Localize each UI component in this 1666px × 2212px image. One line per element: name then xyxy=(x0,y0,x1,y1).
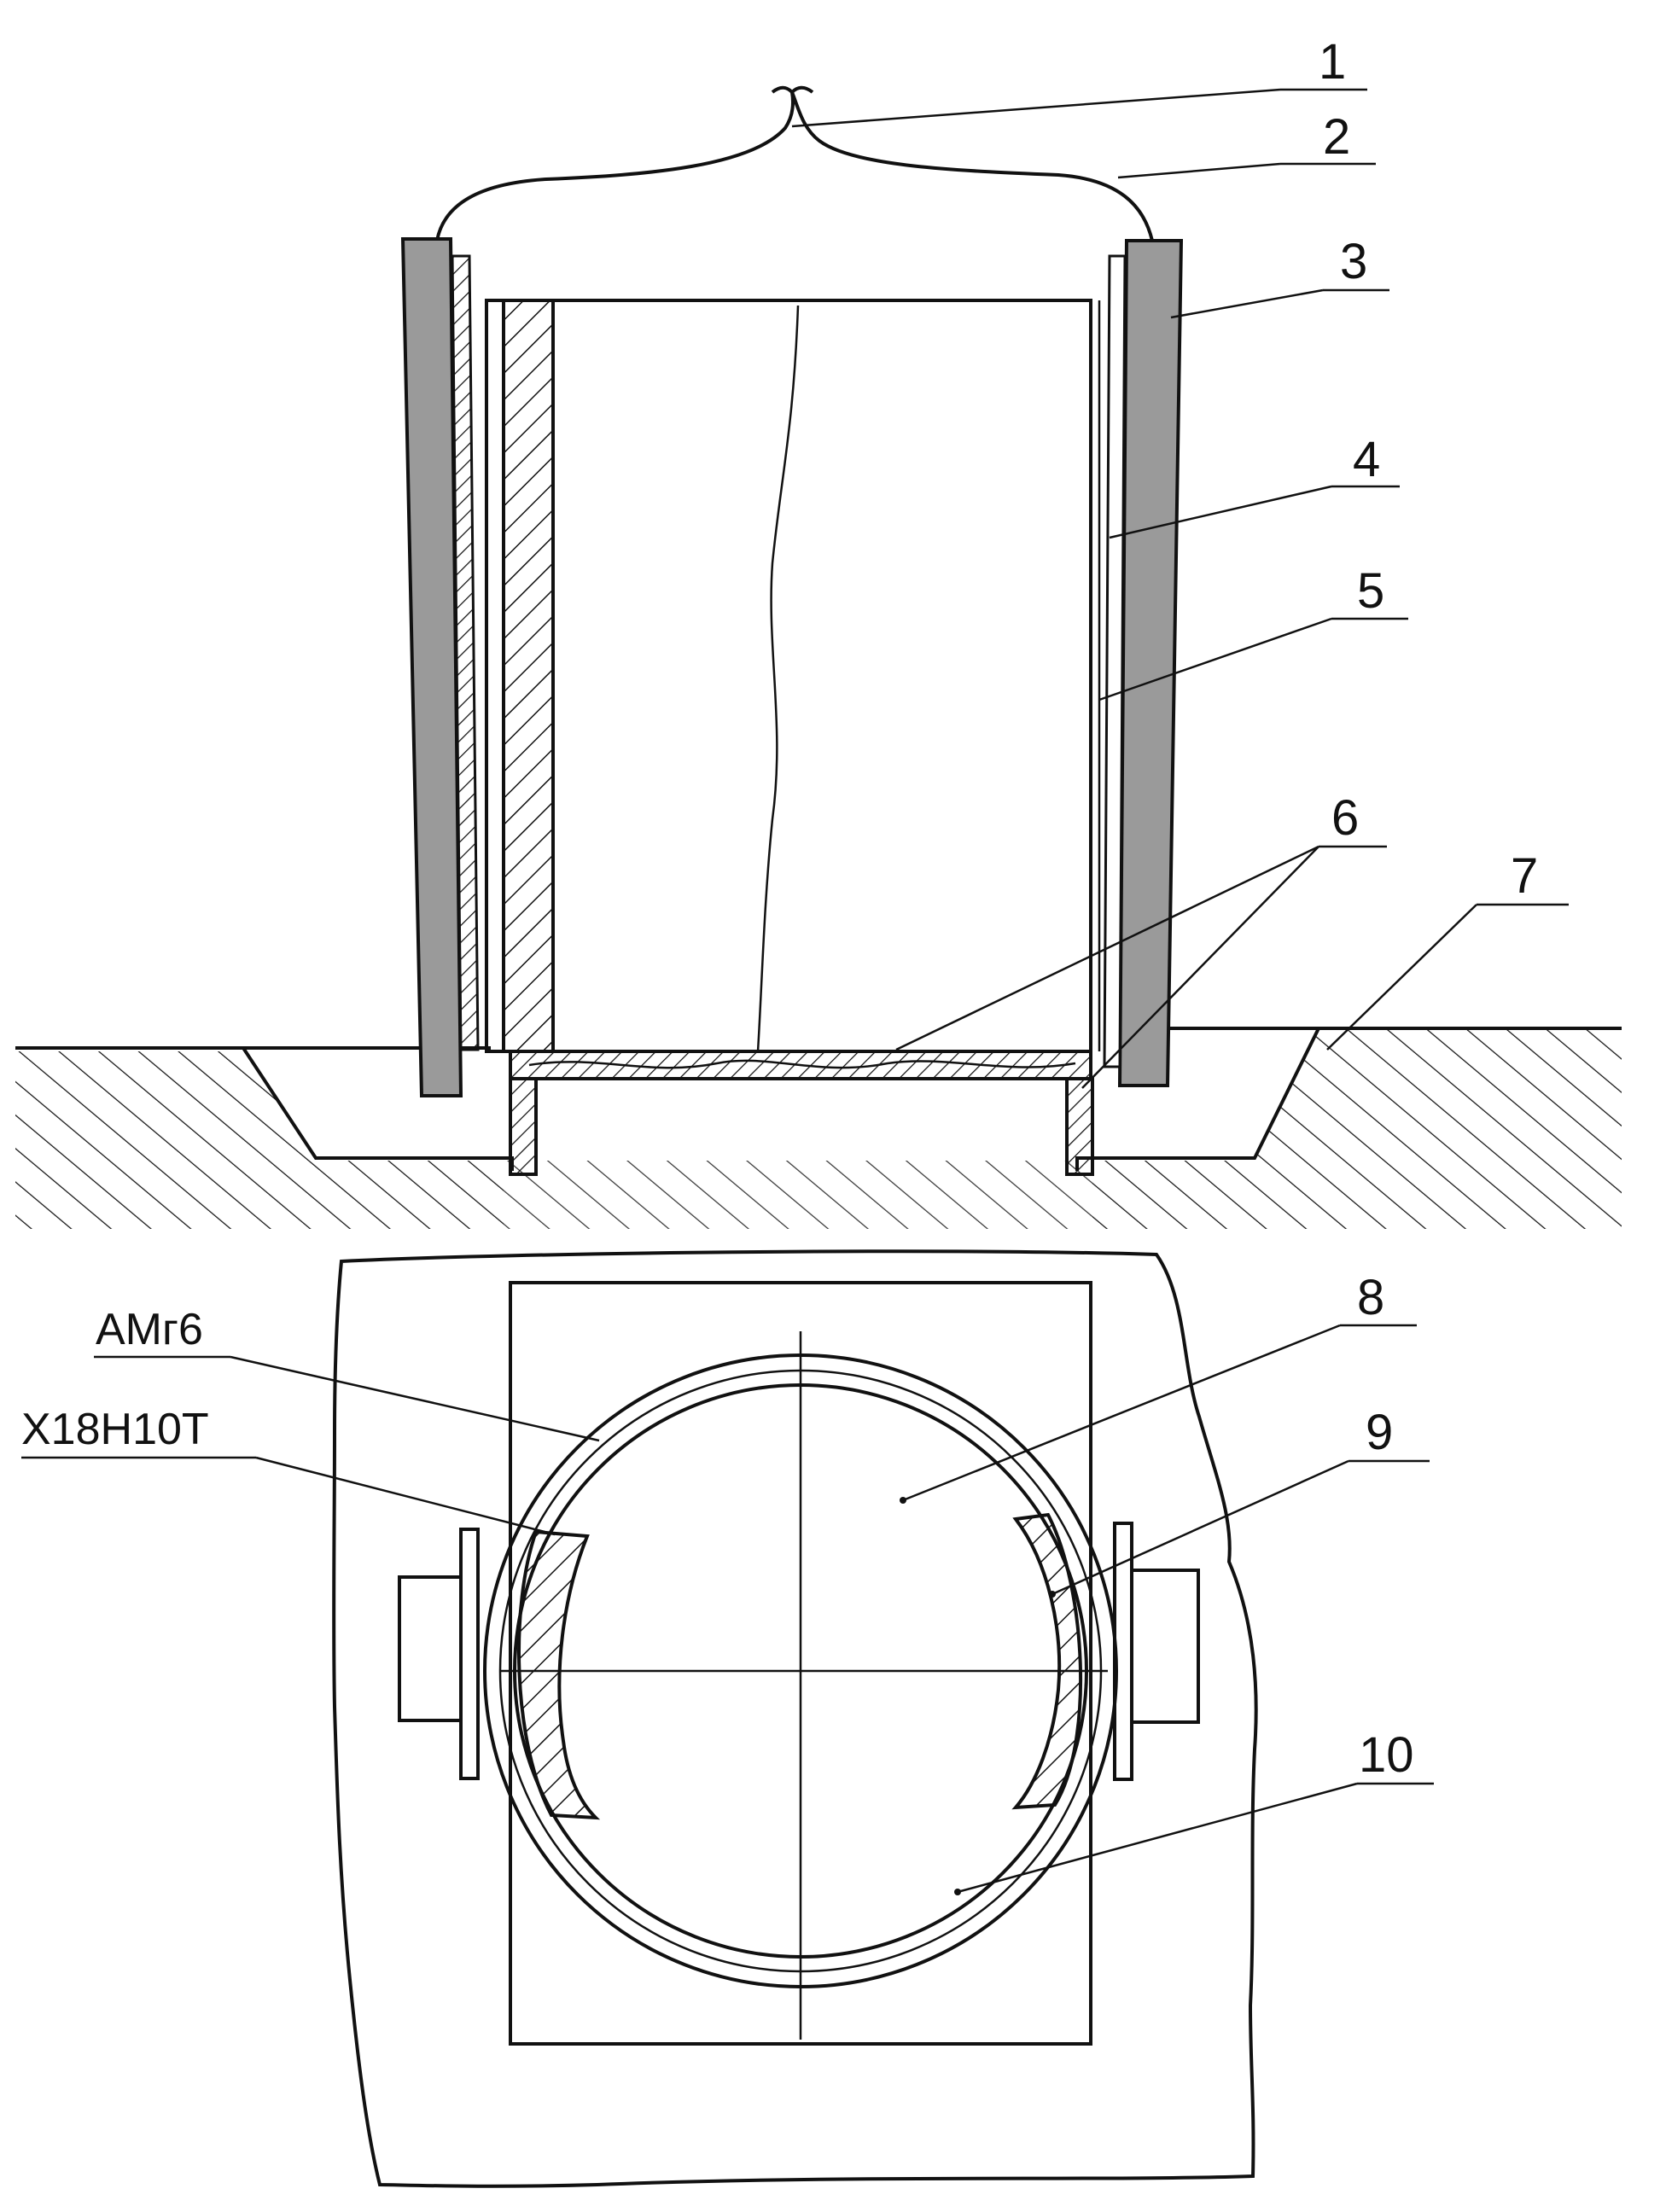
callout-7: 7 xyxy=(1511,848,1538,904)
right-electrode-block xyxy=(1130,1569,1200,1724)
left-foot-post xyxy=(509,1077,538,1176)
callout-2: 2 xyxy=(1323,109,1350,165)
right-liner-insert xyxy=(1011,1512,1083,1810)
callout-1: 1 xyxy=(1319,34,1346,90)
left-electrode-plate xyxy=(400,237,463,1097)
section-view xyxy=(15,85,1622,1229)
plan-view xyxy=(332,1249,1258,2188)
callout-4: 4 xyxy=(1353,432,1380,487)
material-x18h10t: Х18Н10Т xyxy=(21,1405,209,1454)
left-electrode-plate-plan xyxy=(459,1528,480,1780)
right-electrode-plate xyxy=(1117,239,1184,1087)
left-liner xyxy=(502,299,555,1053)
callout-8: 8 xyxy=(1357,1270,1384,1325)
callout-5: 5 xyxy=(1357,563,1384,619)
plan-outer-boundary xyxy=(332,1249,1258,2188)
callout-labels: 1 2 3 4 5 6 7 8 9 10 АМг6 Х18Н10Т xyxy=(21,34,1538,1783)
specimen-crack-line xyxy=(756,305,800,1052)
specimen-body xyxy=(485,299,1092,1053)
callout-6: 6 xyxy=(1331,790,1359,846)
callout-3: 3 xyxy=(1340,234,1367,289)
material-amg6: АМг6 xyxy=(96,1305,203,1354)
right-insulator-strip xyxy=(1103,254,1127,1068)
right-foot-post xyxy=(1065,1077,1094,1176)
left-electrode-block xyxy=(398,1575,463,1722)
callout-10: 10 xyxy=(1359,1727,1414,1783)
plan-inner-frame xyxy=(509,1281,1092,2046)
left-insulator-strip xyxy=(451,254,480,1051)
left-liner-insert xyxy=(517,1529,601,1820)
leader-lines xyxy=(21,88,1569,1894)
ground-soil xyxy=(15,1028,1622,1229)
wire xyxy=(435,91,1154,242)
callout-9: 9 xyxy=(1366,1405,1393,1460)
